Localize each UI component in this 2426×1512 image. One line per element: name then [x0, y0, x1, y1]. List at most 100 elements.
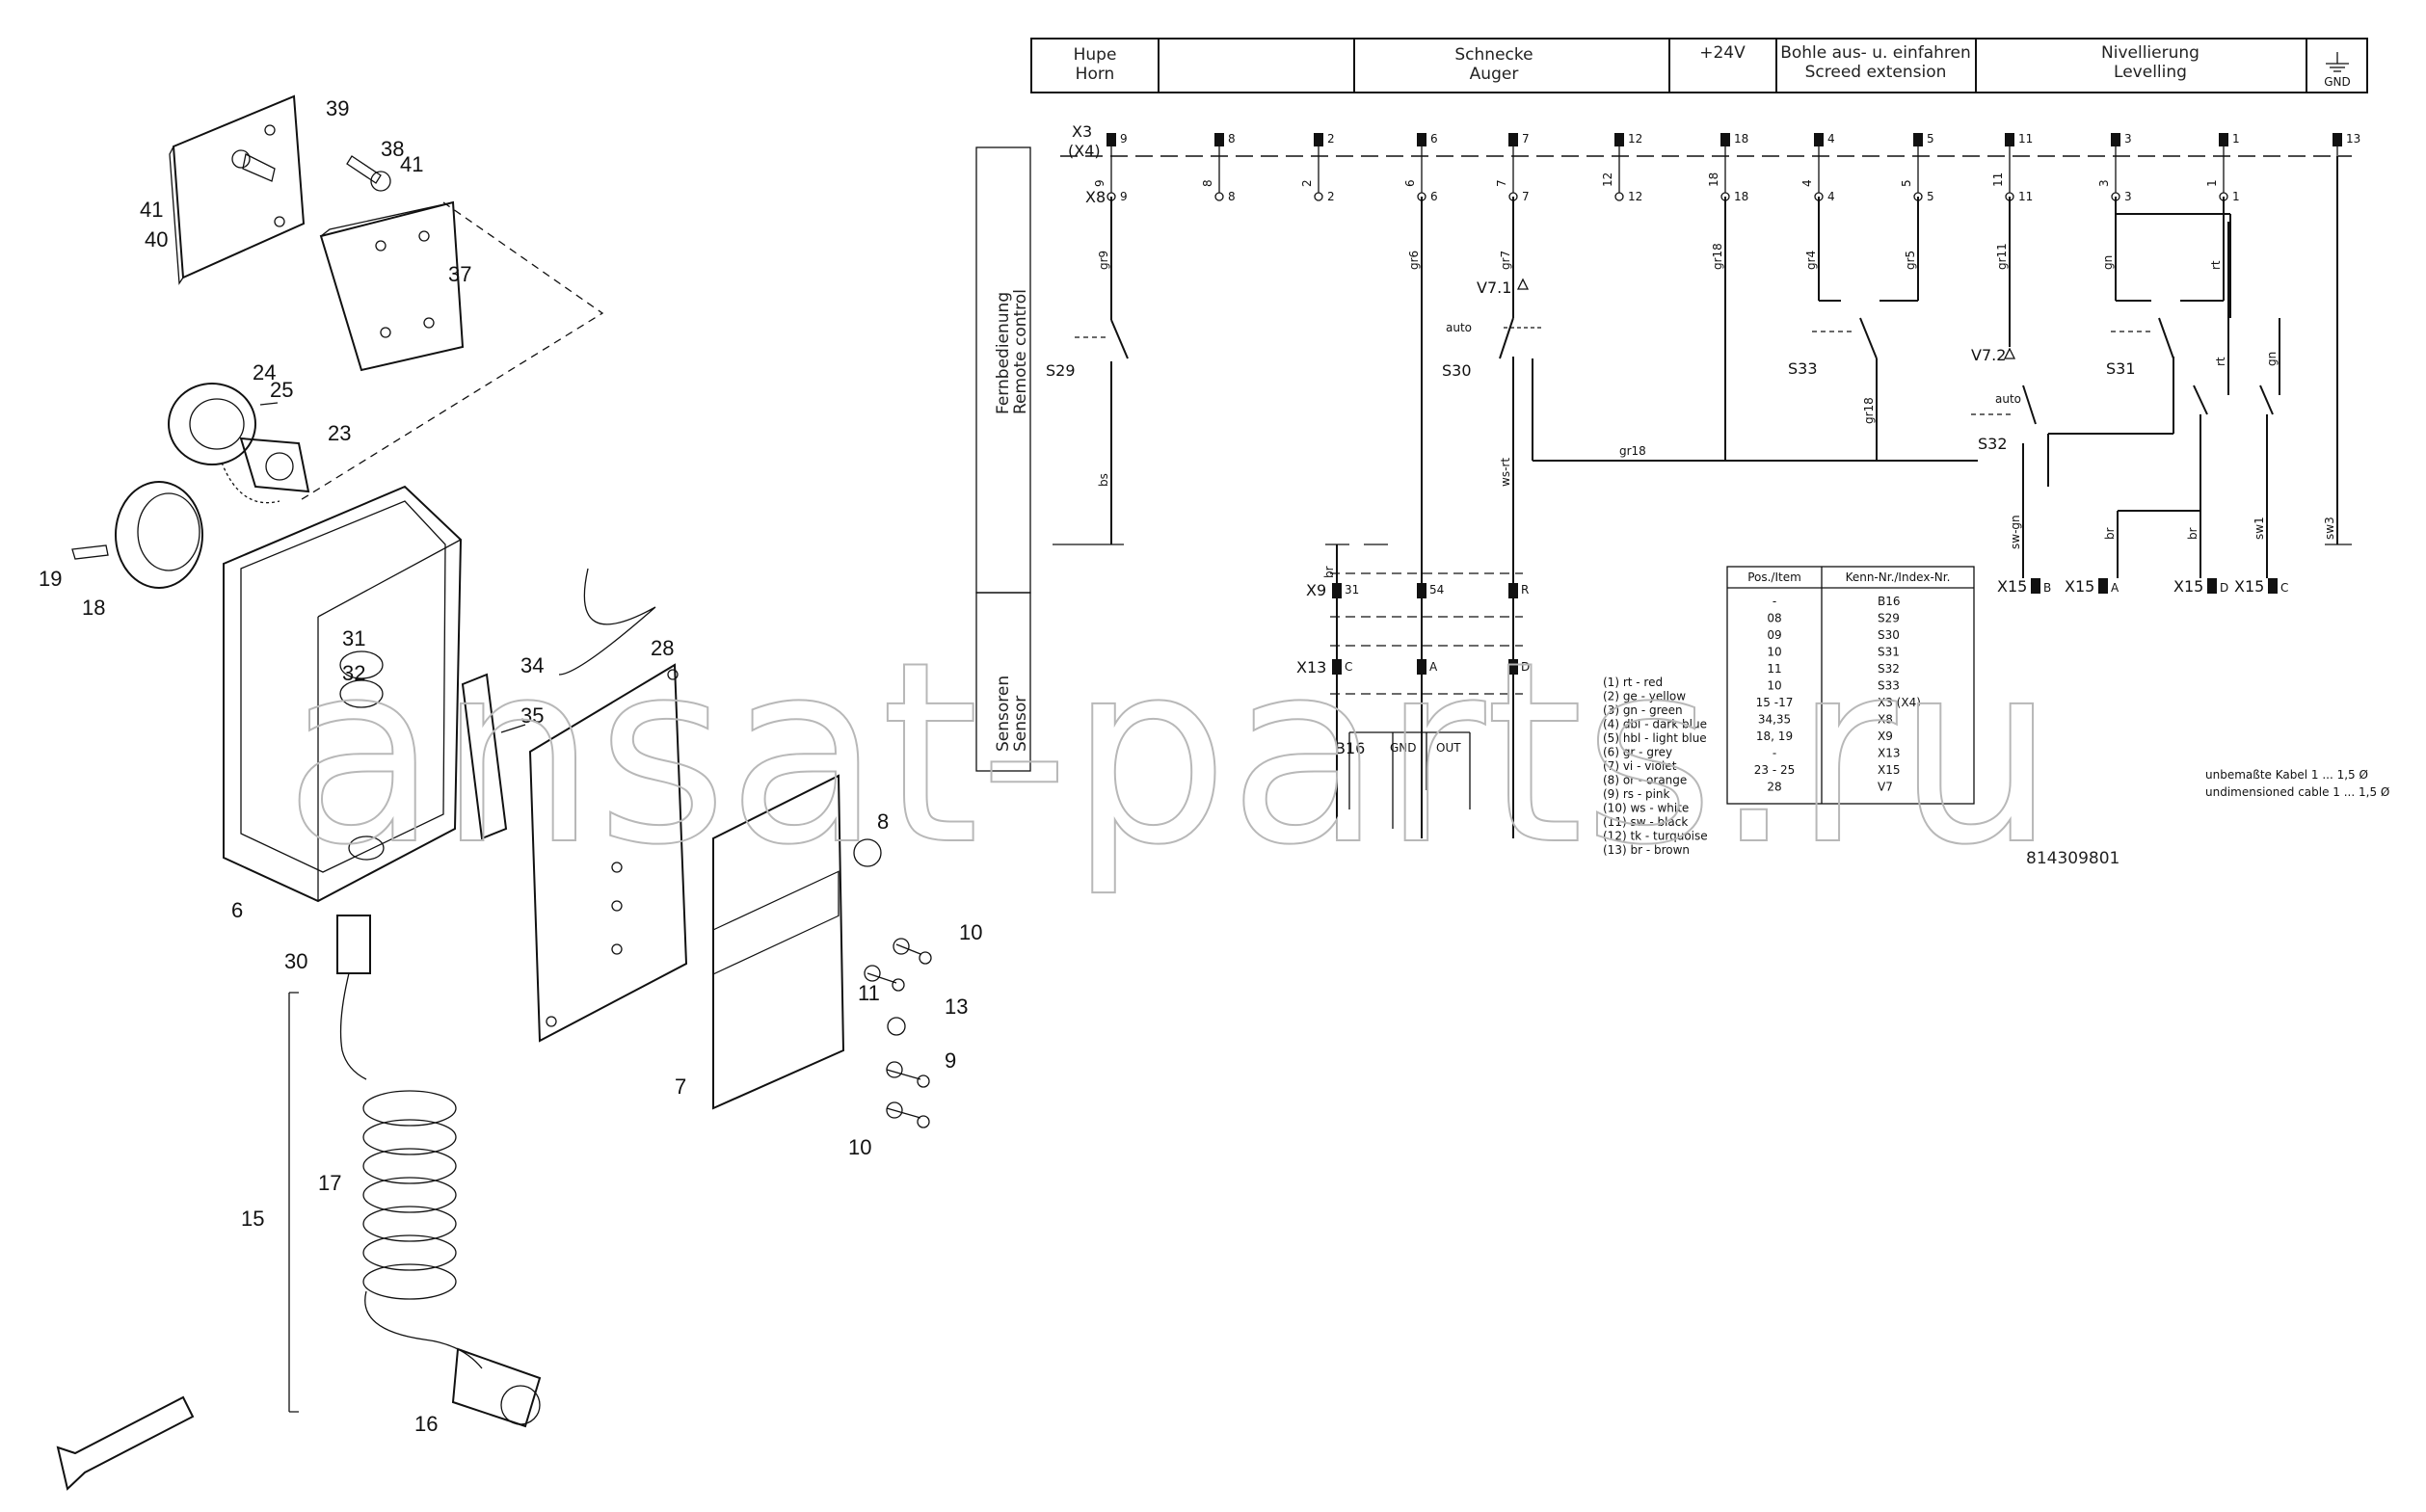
table-index: S30 — [1878, 628, 1900, 642]
x15-pin-label: A — [2111, 581, 2119, 595]
table-pos: 28 — [1767, 781, 1781, 794]
x3-pin-label: 8 — [1228, 132, 1236, 146]
legend-item: (3) gn - green — [1603, 703, 1683, 717]
svg-text:bs: bs — [1097, 473, 1110, 487]
front-panel-7 — [712, 774, 845, 1110]
nipple-30 — [336, 915, 371, 974]
table-row: 28 V7 — [1767, 781, 1892, 794]
svg-text:Pos./Item: Pos./Item — [1747, 570, 1801, 584]
x9-pin: 31 — [1332, 583, 1359, 598]
x8-pin: 55 — [1900, 166, 1934, 203]
table-pos: 10 — [1767, 679, 1781, 693]
plug-16 — [451, 1347, 542, 1428]
x15-label: X15 — [2065, 577, 2094, 596]
x8-pin-label-rot: 2 — [1300, 179, 1314, 187]
x3-pin: 12 — [1614, 132, 1642, 166]
svg-text:br: br — [2186, 527, 2199, 540]
table-pos: - — [1773, 595, 1776, 608]
x8-pin-label: 11 — [2018, 190, 2033, 203]
x13-pin-label: D — [1521, 660, 1530, 674]
table-index: V7 — [1878, 781, 1893, 794]
table-pos: 18, 19 — [1756, 729, 1793, 743]
part-number: 10 — [959, 920, 982, 944]
x3-pin: 6 — [1417, 132, 1438, 166]
header-24v: +24V — [1699, 43, 1746, 63]
svg-text:OUT: OUT — [1436, 741, 1461, 755]
svg-text:(X4): (X4) — [1068, 142, 1101, 160]
x9-pin-label: 54 — [1429, 583, 1444, 597]
svg-text:Sensoren: Sensoren — [994, 676, 1013, 752]
table-pos: 09 — [1767, 628, 1781, 642]
x15-pin: X15 D — [2173, 577, 2228, 596]
svg-text:br: br — [1322, 566, 1336, 578]
connector-x3: X3 (X4) — [1060, 122, 2352, 160]
x3-pin-label: 11 — [2018, 132, 2033, 146]
direction-arrow-icon — [56, 1395, 195, 1491]
side-label-remote: Fernbedienung Remote control — [975, 146, 1031, 594]
connector-x8: X8 — [1085, 188, 1106, 206]
x3-pin-label: 18 — [1734, 132, 1748, 146]
svg-text:gn: gn — [2101, 255, 2115, 270]
x8-pin-label: 18 — [1734, 190, 1748, 203]
svg-text:gr9: gr9 — [1097, 251, 1110, 270]
x15-label: X15 — [2173, 577, 2203, 596]
panel-plate — [528, 663, 688, 1043]
svg-text:rt: rt — [2209, 260, 2223, 270]
svg-text:br: br — [2103, 527, 2117, 540]
coil-cable-17 — [362, 1090, 457, 1300]
legend-item: (11) sw - black — [1603, 815, 1688, 829]
x9-pin: R — [1508, 583, 1529, 598]
svg-text:gn: gn — [2265, 352, 2279, 366]
table-index: S33 — [1878, 679, 1900, 693]
legend-item: (7) vi - violet — [1603, 759, 1677, 773]
table-index: S29 — [1878, 612, 1900, 625]
x3-pin-label: 12 — [1628, 132, 1642, 146]
table-index: B16 — [1878, 595, 1901, 608]
x3-pin: 8 — [1214, 132, 1236, 166]
legend-item: (8) or - orange — [1603, 774, 1687, 787]
x3-pin: 4 — [1814, 132, 1835, 166]
x3-pin-label: 1 — [2232, 132, 2240, 146]
table-index: X13 — [1878, 747, 1901, 760]
svg-text:sw-gn: sw-gn — [2009, 515, 2022, 549]
x8-pin: 88 — [1201, 166, 1236, 203]
x8-pin-label-rot: 5 — [1900, 179, 1913, 187]
x8-pin-label: 3 — [2124, 190, 2132, 203]
svg-text:S31: S31 — [2106, 359, 2136, 378]
x13-pin: C — [1332, 659, 1352, 675]
part-number: 7 — [675, 1074, 686, 1099]
svg-text:V7.2: V7.2 — [1971, 346, 2006, 364]
x3-pin: 2 — [1314, 132, 1335, 166]
table-row: -X13 — [1773, 747, 1901, 760]
svg-text:gr6: gr6 — [1407, 251, 1421, 270]
part-number: 9 — [945, 1048, 956, 1073]
x8-pin-label-rot: 9 — [1093, 179, 1106, 187]
x15-pin: X15 A — [2065, 577, 2119, 596]
svg-text:gr11: gr11 — [1995, 243, 2009, 270]
part-number: 16 — [414, 1412, 438, 1436]
x9-pin-label: R — [1521, 583, 1529, 597]
x15-pin-label: D — [2220, 581, 2228, 595]
side-label-sensor: Sensoren Sensor — [975, 592, 1031, 772]
svg-text:sw1: sw1 — [2253, 517, 2266, 540]
part-number: 24 — [253, 360, 276, 385]
switch-s29: S29 — [1046, 319, 1129, 380]
table-pos: 34,35 — [1758, 713, 1791, 727]
x8-pin-label-rot: 4 — [1800, 179, 1814, 187]
x8-pin: 44 — [1800, 166, 1835, 203]
table-index: X9 — [1878, 729, 1893, 743]
part-number: 18 — [82, 596, 105, 620]
legend-item: (4) dbl - dark blue — [1603, 718, 1707, 731]
x15-label: X15 — [2234, 577, 2264, 596]
x9-pin: 54 — [1417, 583, 1444, 598]
legend-item: (5) hbl - light blue — [1603, 731, 1707, 745]
